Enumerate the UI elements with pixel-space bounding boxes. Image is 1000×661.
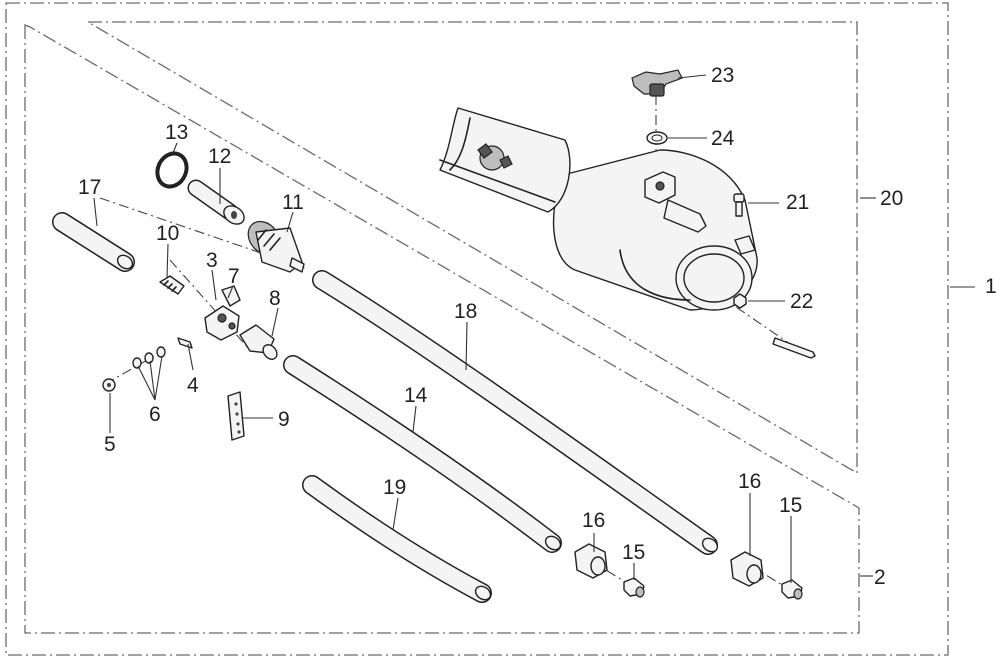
hose-19-part: [302, 475, 492, 603]
callout-15b: 15: [779, 494, 802, 517]
assembly-2-frame: [24, 24, 860, 634]
callout-8: 8: [269, 287, 281, 310]
o-ring-part: [155, 151, 189, 189]
callout-15a: 15: [622, 541, 645, 564]
nipple-part: [159, 275, 185, 295]
hose-17-part: [52, 212, 135, 272]
callout-9: 9: [278, 408, 290, 431]
callout-22: 22: [790, 290, 813, 313]
nut-16-right-part: [730, 551, 764, 587]
assembly-1-frame: [5, 2, 949, 656]
plate-part: [227, 391, 245, 441]
callout-1: 1: [985, 275, 997, 298]
callout-2: 2: [874, 566, 886, 589]
hose-14-part: [283, 355, 562, 553]
hose-18-part: [312, 270, 719, 555]
tip-15-right-part: [781, 579, 803, 600]
long-pin-part: [772, 337, 816, 359]
callout-13: 13: [165, 121, 188, 144]
callout-7: 7: [228, 265, 240, 288]
leader-lines: [93, 74, 975, 583]
callout-16b: 16: [738, 470, 761, 493]
screw-part: [102, 378, 116, 392]
callout-19: 19: [383, 476, 406, 499]
cap-lever-part: [631, 69, 683, 97]
callout-10: 10: [156, 222, 179, 245]
nut-part: [733, 293, 747, 309]
callout-5: 5: [104, 433, 116, 456]
clip-part: [177, 337, 193, 349]
callout-21: 21: [786, 191, 809, 214]
callout-4: 4: [187, 374, 199, 397]
callout-23: 23: [711, 64, 734, 87]
callout-12: 12: [208, 145, 231, 168]
callout-18: 18: [454, 300, 477, 323]
assembly-20-frame: [85, 21, 858, 475]
washer-set-part: [132, 346, 166, 369]
callout-3: 3: [206, 249, 218, 272]
tip-15-left-part: [623, 577, 645, 598]
pump-head-part: [247, 220, 305, 273]
nozzle-part: [187, 179, 245, 225]
callout-14: 14: [404, 384, 428, 407]
callout-17: 17: [78, 176, 101, 199]
callout-16a: 16: [582, 509, 605, 532]
callout-11: 11: [282, 191, 304, 214]
strainer-basket-part: [439, 107, 571, 213]
callout-24: 24: [711, 127, 735, 150]
callout-20: 20: [880, 187, 903, 210]
elbow-fitting-part: [239, 324, 278, 360]
centerline-fitting: [169, 259, 251, 351]
nut-16-left-part: [574, 543, 608, 579]
bracket-part: [204, 285, 241, 341]
tank-housing-part: [552, 149, 758, 311]
bolt-part: [733, 193, 745, 217]
callout-6: 6: [149, 403, 161, 426]
